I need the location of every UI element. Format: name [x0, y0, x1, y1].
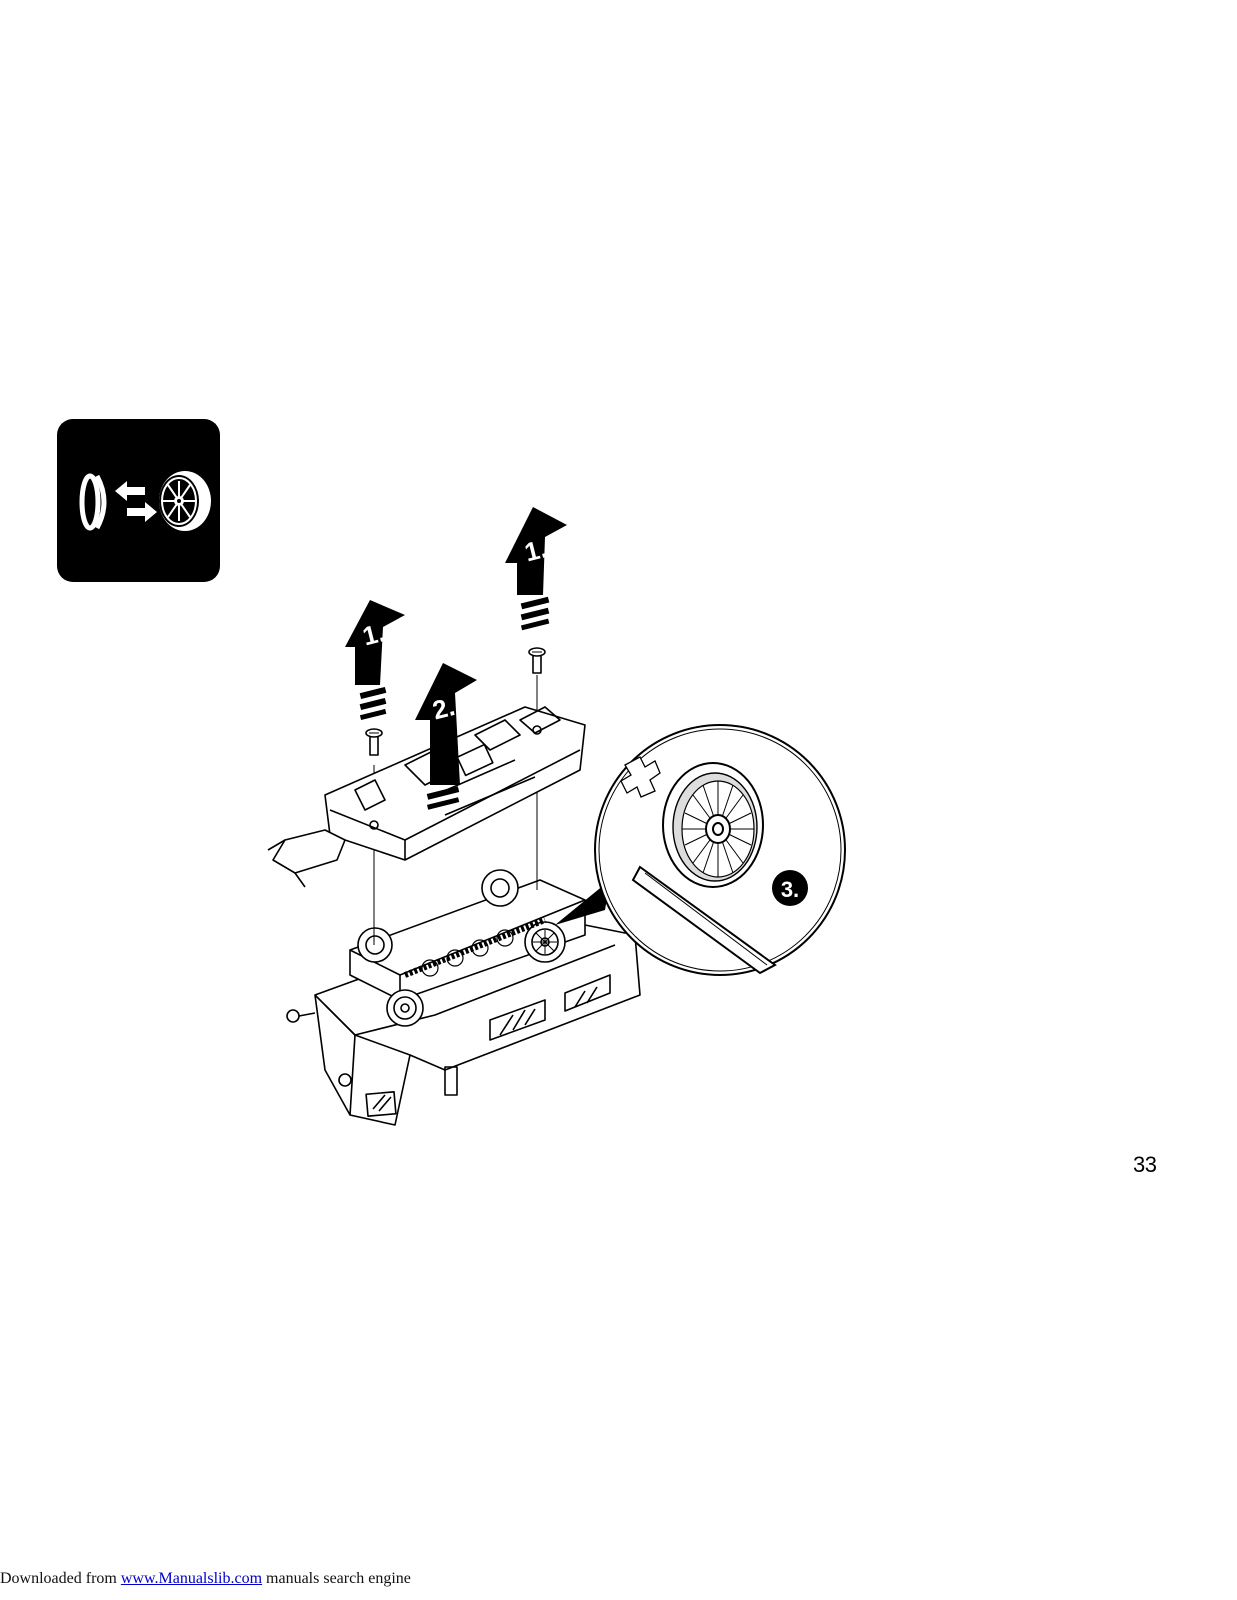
bogie-frame	[349, 879, 586, 1001]
step-2-arrow	[415, 663, 477, 810]
tire-change-icon	[79, 471, 211, 531]
coupler	[272, 829, 346, 874]
detail-wheel	[662, 762, 764, 888]
wheel	[386, 989, 424, 1027]
step-1-arrow-left	[345, 600, 405, 721]
step-3-label: 3.	[781, 877, 799, 902]
wheel	[481, 869, 519, 907]
buffer	[338, 1073, 352, 1087]
detail-tool	[631, 865, 777, 975]
detail-magnifier	[594, 724, 846, 976]
screw-right	[528, 647, 546, 674]
locomotive-door-handle	[444, 1066, 458, 1096]
wheel	[524, 921, 566, 963]
bogie-disassembly-illustration: 1. 1. 2.	[255, 495, 855, 1145]
screw-left	[365, 728, 383, 756]
footer-prefix: Downloaded from	[0, 1570, 121, 1587]
step-1-arrow-right	[505, 507, 567, 631]
locomotive-window	[564, 974, 611, 1012]
manualslib-link[interactable]: www.Manualslib.com	[120, 1570, 263, 1587]
detail-gear	[620, 756, 661, 798]
tire-change-badge	[57, 419, 220, 582]
buffer	[286, 1009, 300, 1023]
wheel	[357, 927, 393, 963]
footer-suffix: manuals search engine	[262, 1570, 411, 1587]
locomotive-window	[489, 999, 546, 1041]
step-3-marker: 3.	[772, 870, 808, 906]
gear-train	[403, 917, 547, 978]
locomotive-window	[365, 1091, 397, 1117]
footer: Downloaded from www.Manualslib.com manua…	[0, 1570, 411, 1588]
page-number: 33	[1133, 1152, 1157, 1177]
callout-pointer	[555, 880, 610, 925]
